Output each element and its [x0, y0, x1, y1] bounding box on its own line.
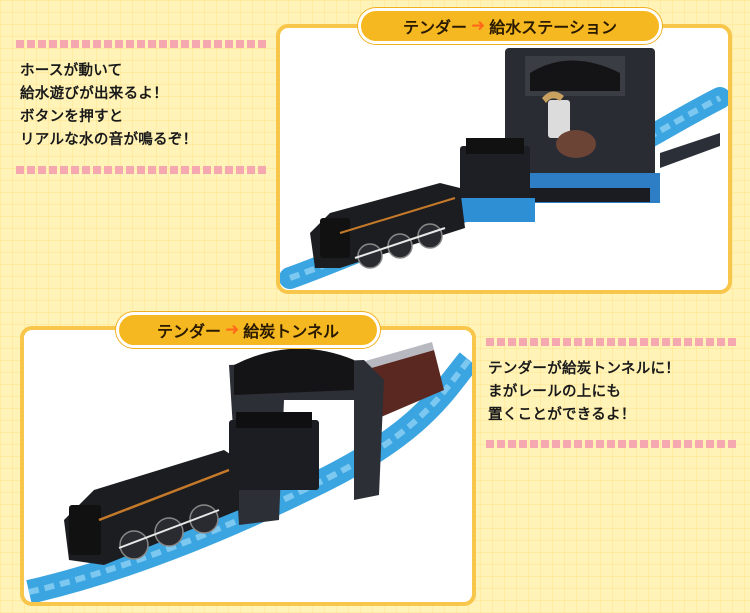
coal-tunnel-caption: テンダーが給炭トンネルに！ まがレールの上にも 置くことができるよ！	[488, 361, 681, 423]
water-station-photo	[276, 24, 732, 294]
top-dotted-divider-2	[486, 338, 736, 346]
label-tender-text-2: テンダー	[157, 322, 222, 341]
water-station-caption: ホースが動いて 給水遊びが出来るよ！ ボタンを押すと リアルな水の音が鳴るぞ！	[20, 63, 198, 148]
coal-tunnel-illustration	[26, 342, 472, 602]
coal-tunnel-photo	[20, 326, 476, 606]
label-water-station-text: 給水ステーション	[489, 18, 617, 37]
bottom-dotted-divider-2	[486, 440, 736, 448]
water-station-illustration	[280, 48, 728, 289]
water-station-label: テンダー ➜ 給水ステーション	[358, 8, 662, 44]
coal-tunnel-label: テンダー ➜ 給炭トンネル	[116, 312, 380, 348]
right-arrow-icon-2: ➜	[225, 320, 240, 340]
label-coal-tunnel-text: 給炭トンネル	[243, 322, 339, 341]
label-tender-text: テンダー	[403, 18, 468, 37]
top-dotted-divider-1	[16, 40, 266, 48]
bottom-dotted-divider-1	[16, 166, 266, 174]
right-arrow-icon: ➜	[471, 16, 486, 36]
